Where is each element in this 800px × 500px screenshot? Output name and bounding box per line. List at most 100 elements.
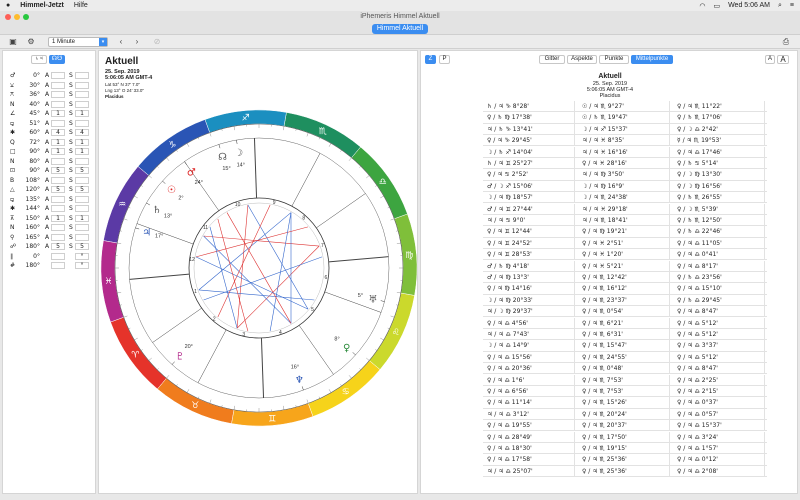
applying-orb-field[interactable]: 1 <box>51 110 65 117</box>
applying-orb-field[interactable]: 1 <box>51 214 65 222</box>
gear-icon[interactable]: ⚙ <box>27 37 35 46</box>
separating-orb-field[interactable] <box>75 91 89 98</box>
separating-orb-field[interactable] <box>75 119 89 127</box>
applying-orb-field[interactable] <box>51 224 65 231</box>
separating-orb-field[interactable]: 1 <box>75 110 89 117</box>
tab-node-pairs[interactable]: ☊☋ <box>49 55 65 64</box>
separating-orb-field[interactable]: 1 <box>75 138 89 146</box>
separating-orb-field[interactable]: ° <box>75 252 89 260</box>
tab-himmel-aktuell[interactable]: Himmel Aktuell <box>372 24 428 34</box>
separating-label: S <box>69 138 73 146</box>
print-icon[interactable]: ⎙ <box>782 37 790 46</box>
aspect-line <box>217 218 249 332</box>
planet-degree: 16° <box>291 365 299 371</box>
tab-planet-pairs[interactable]: ♄♃ <box>31 55 47 64</box>
applying-label: A <box>45 110 50 117</box>
separating-orb-field[interactable]: 5 <box>75 243 89 250</box>
tab-gitter[interactable]: Gitter <box>539 55 565 64</box>
separating-orb-field[interactable] <box>75 195 89 203</box>
search-icon[interactable]: ⌕ <box>777 1 782 9</box>
house-cusp-line <box>291 153 321 207</box>
planet-glyph[interactable]: ♀ <box>343 343 350 354</box>
separating-orb-field[interactable]: 5 <box>75 167 89 174</box>
z-button[interactable]: Z <box>425 55 436 64</box>
planet-glyph[interactable]: ♃ <box>142 228 151 239</box>
prev-button[interactable]: ‹ <box>119 37 123 46</box>
midpoint-cell: ♀ / ♃ ♎ 1°57' <box>673 443 765 454</box>
separating-orb-field[interactable]: 1 <box>75 148 89 155</box>
tab-mittelpunkte[interactable]: Mittelpunkte <box>631 55 673 64</box>
planet-glyph[interactable]: ♇ <box>176 352 185 363</box>
separating-orb-field[interactable] <box>75 72 89 79</box>
aspect-glyph: ∠ <box>10 110 16 117</box>
planet-glyph[interactable]: ☽ <box>234 148 243 159</box>
font-large-button[interactable]: A <box>777 55 789 64</box>
menu-help[interactable]: Hilfe <box>73 2 88 9</box>
planet-glyph[interactable]: ♄ <box>152 205 161 216</box>
degree-tick <box>221 128 223 131</box>
applying-orb-field[interactable]: 1 <box>51 148 65 155</box>
font-small-button[interactable]: A <box>765 55 775 64</box>
separating-orb-field[interactable]: 5 <box>75 186 89 193</box>
applying-orb-field[interactable]: 5 <box>51 167 65 174</box>
close-icon[interactable] <box>5 14 11 20</box>
zoom-icon[interactable] <box>23 14 29 20</box>
planet-glyph[interactable]: ♂ <box>187 167 196 178</box>
separating-orb-field[interactable] <box>75 81 89 89</box>
separating-orb-field[interactable] <box>75 224 89 231</box>
link-icon[interactable]: ⊘ <box>153 37 161 46</box>
aspect-glyph: ∥ <box>10 252 13 260</box>
planet-glyph[interactable]: ☊ <box>218 152 227 163</box>
midpoint-cell: ♃ / ♃ ♓ 29°18' <box>578 203 670 215</box>
clock[interactable]: Wed 5:06 AM <box>728 2 770 9</box>
menu-list-icon[interactable]: ≡ <box>789 2 794 9</box>
planet-glyph[interactable]: ☉ <box>167 185 176 196</box>
applying-orb-field[interactable]: 1 <box>51 138 65 146</box>
separating-orb-field[interactable] <box>75 157 89 165</box>
chart-title: Aktuell <box>105 56 139 67</box>
wifi-icon[interactable]: ◠ <box>699 2 706 10</box>
applying-orb-field[interactable] <box>51 262 65 269</box>
separating-orb-field[interactable] <box>75 176 89 184</box>
menu-app-name[interactable]: Himmel-Jetzt <box>20 2 64 9</box>
separating-label: S <box>69 148 73 155</box>
applying-orb-field[interactable] <box>51 91 65 98</box>
battery-icon[interactable]: ▭ <box>713 2 721 10</box>
applying-orb-field[interactable] <box>51 233 65 241</box>
p-button[interactable]: P <box>439 55 450 64</box>
degree-tick <box>283 405 285 410</box>
sidebar-toggle-icon[interactable]: ▣ <box>9 37 17 46</box>
separating-orb-field[interactable] <box>75 205 89 212</box>
applying-orb-field[interactable] <box>51 100 65 108</box>
midpoint-cell: ♀ / ☽ ♎ 2°42' <box>673 123 765 135</box>
planet-glyph[interactable]: ♆ <box>295 375 304 386</box>
separating-orb-field[interactable]: 4 <box>75 129 89 136</box>
applying-orb-field[interactable] <box>51 119 65 127</box>
planet-glyph[interactable]: ♅ <box>368 295 377 306</box>
midpoint-cell: ♀ / ♃ ♎ 0°57' <box>673 408 765 420</box>
house-cusp-line <box>197 329 227 383</box>
applying-orb-field[interactable] <box>51 81 65 89</box>
applying-orb-field[interactable] <box>51 176 65 184</box>
applying-orb-field[interactable] <box>51 205 65 212</box>
applying-orb-field[interactable]: 4 <box>51 129 65 136</box>
separating-orb-field[interactable] <box>75 100 89 108</box>
apple-menu-icon[interactable]: ● <box>6 2 11 9</box>
minimize-icon[interactable] <box>14 14 20 20</box>
applying-orb-field[interactable] <box>51 195 65 203</box>
next-button[interactable]: › <box>135 37 139 46</box>
separating-orb-field[interactable]: 1 <box>75 214 89 222</box>
tab-aspekte[interactable]: Aspekte <box>567 55 597 64</box>
applying-orb-field[interactable] <box>51 157 65 165</box>
applying-orb-field[interactable] <box>51 72 65 79</box>
interval-select[interactable]: 1 Minute ▾ <box>48 37 108 47</box>
applying-orb-field[interactable]: 5 <box>51 243 65 250</box>
midpoint-cell: ♀ / ♃ ♍ 14°16' <box>483 283 575 295</box>
tab-punkte[interactable]: Punkte <box>599 55 629 64</box>
applying-orb-field[interactable] <box>51 252 65 260</box>
applying-orb-field[interactable]: 5 <box>51 186 65 193</box>
separating-orb-field[interactable] <box>75 233 89 241</box>
degree-tick <box>375 349 378 351</box>
separating-orb-field[interactable]: ° <box>75 262 89 269</box>
